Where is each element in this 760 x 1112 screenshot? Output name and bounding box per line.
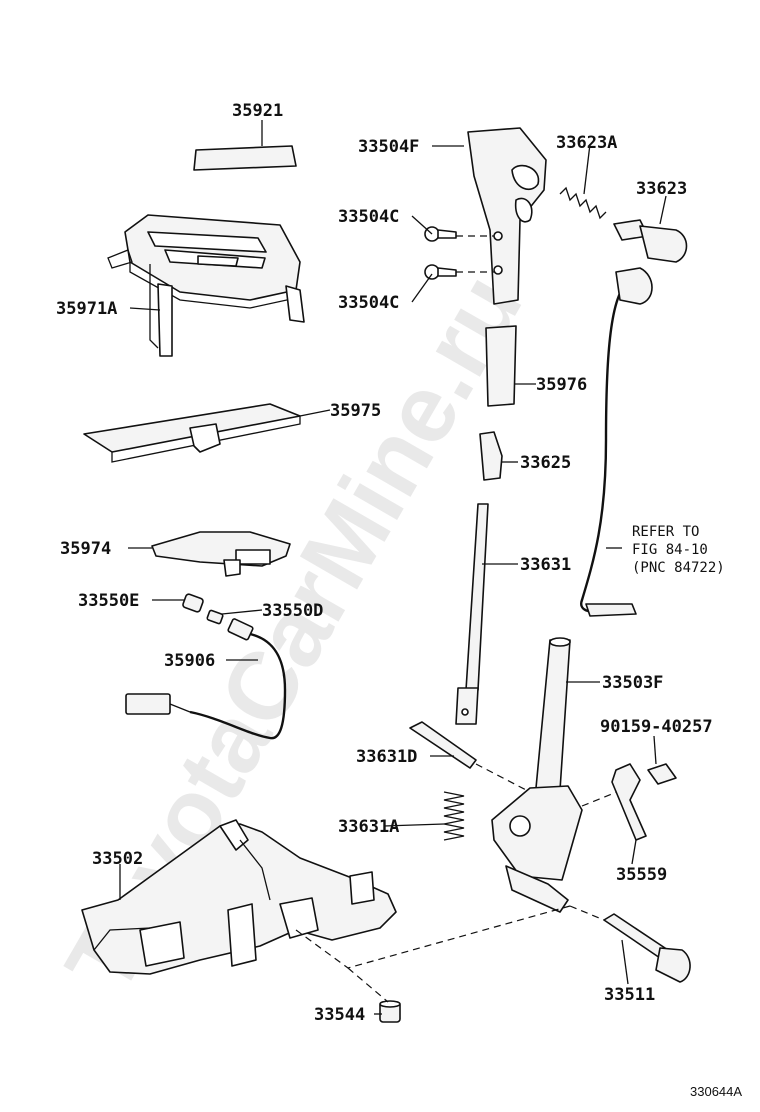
label-35906: 35906: [164, 651, 215, 671]
part-33544-grommet[interactable]: [379, 1000, 401, 1023]
part-33502-base[interactable]: [81, 819, 397, 975]
label-90159-40257: 90159-40257: [600, 717, 713, 737]
label-35975: 35975: [330, 401, 381, 421]
part-35906-wire-harness[interactable]: [125, 632, 287, 740]
part-33631A-spring[interactable]: [443, 791, 465, 841]
label-33502: 33502: [92, 849, 143, 869]
part-33625-clip[interactable]: [479, 431, 503, 481]
part-35559-bracket[interactable]: [611, 763, 647, 841]
label-35971A: 35971A: [56, 299, 117, 319]
part-33623A-spring[interactable]: [559, 186, 607, 220]
part-33550E-bulb[interactable]: [182, 593, 204, 613]
label-33504F: 33504F: [358, 137, 419, 157]
part-33503F-lever[interactable]: [491, 637, 583, 913]
label-33503F: 33503F: [602, 673, 663, 693]
label-33625: 33625: [520, 453, 571, 473]
part-90159-40257-bolt[interactable]: [647, 763, 677, 785]
cable-84722[interactable]: [580, 267, 653, 617]
label-33504C-top: 33504C: [338, 207, 399, 227]
label-33631A: 33631A: [338, 817, 399, 837]
label-33544: 33544: [314, 1005, 365, 1025]
part-33511-bolt[interactable]: [603, 913, 691, 983]
note-line-3: (PNC 84722): [632, 560, 725, 576]
label-33550D: 33550D: [262, 601, 323, 621]
part-33623-button[interactable]: [613, 219, 688, 263]
part-35921-plate[interactable]: [193, 145, 297, 171]
note-line-1: REFER TO: [632, 524, 699, 540]
label-35974: 35974: [60, 539, 111, 559]
label-33504C-bottom: 33504C: [338, 293, 399, 313]
label-33511: 33511: [604, 985, 655, 1005]
part-33631D-pin[interactable]: [409, 721, 477, 769]
part-33550D-socket[interactable]: [206, 609, 254, 641]
part-33504C-screw-bottom[interactable]: [424, 264, 457, 280]
label-33631D: 33631D: [356, 747, 417, 767]
part-33631-rod[interactable]: [455, 503, 489, 725]
part-35975-plate[interactable]: [83, 403, 301, 463]
note-line-2: FIG 84-10: [632, 542, 708, 558]
label-33623: 33623: [636, 179, 687, 199]
label-35921: 35921: [232, 101, 283, 121]
label-35976: 35976: [536, 375, 587, 395]
label-35559: 35559: [616, 865, 667, 885]
figure-code: 330644A: [690, 1084, 742, 1099]
part-35974-slider[interactable]: [151, 531, 291, 577]
label-33623A: 33623A: [556, 133, 617, 153]
label-33550E: 33550E: [78, 591, 139, 611]
part-35976-sleeve[interactable]: [485, 325, 517, 407]
label-33631: 33631: [520, 555, 571, 575]
part-35971A-housing[interactable]: [107, 214, 305, 357]
part-33504C-screw-top[interactable]: [424, 226, 457, 242]
part-33504F-knob[interactable]: [467, 127, 547, 305]
